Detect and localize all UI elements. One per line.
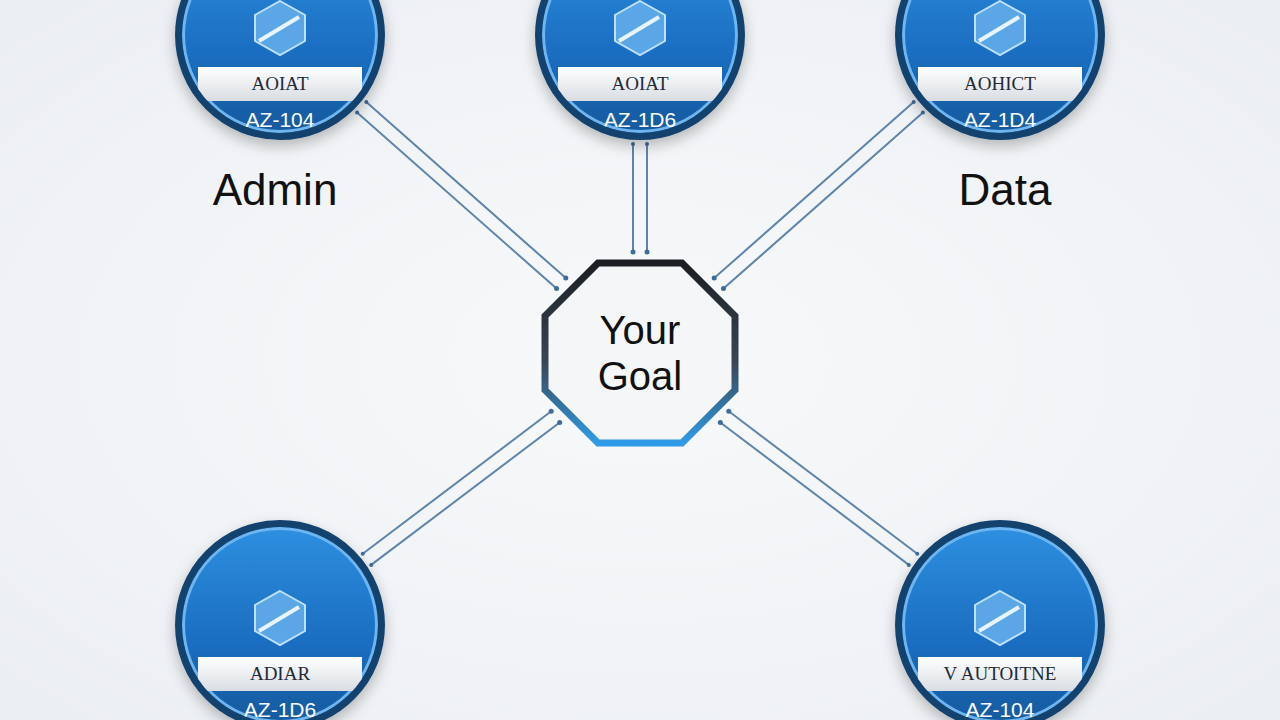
double-connector [355, 100, 568, 291]
badge-title: AOHICT [964, 73, 1036, 95]
double-connector [631, 142, 650, 255]
exam-code: AZ-1D6 [244, 698, 316, 720]
exam-code: AZ-104 [966, 698, 1035, 720]
cert-badge: AOHICT AZ-1D4 [895, 0, 1105, 140]
badge-icon [605, 0, 675, 57]
section-label: Admin [213, 165, 338, 215]
cert-badge: AOIAT AZ-104 [175, 0, 385, 140]
goal-text: Your Goal [570, 307, 710, 399]
double-connector [361, 409, 562, 567]
badge-band: ADIAR [198, 657, 362, 691]
badge-icon [245, 587, 315, 647]
badge-code-row: AZ-1D6 [564, 105, 716, 135]
badge-band: V AUTOITNE [918, 657, 1082, 691]
exam-code: AZ-1D6 [604, 108, 676, 132]
cert-badge: AOIAT AZ-1D6 [535, 0, 745, 140]
badge-band: AOIAT [558, 67, 722, 101]
cert-badge: V AUTOITNE AZ-104 [895, 520, 1105, 720]
badge-code-row: AZ-1D4 [924, 105, 1076, 135]
double-connector [712, 100, 925, 291]
badge-icon [965, 0, 1035, 57]
badge-title: AOIAT [252, 73, 309, 95]
badge-title: AOIAT [612, 73, 669, 95]
octagon-outline [540, 258, 740, 448]
badge-code-row: AZ-104 [204, 105, 356, 135]
section-label: Data [959, 165, 1052, 215]
badge-code-row: AZ-104 [924, 695, 1076, 720]
badge-code-row: AZ-1D6 [204, 695, 356, 720]
badge-title: V AUTOITNE [944, 663, 1057, 685]
badge-band: AOIAT [198, 67, 362, 101]
badge-icon [245, 0, 315, 57]
exam-code: AZ-104 [246, 108, 315, 132]
badge-title: ADIAR [250, 663, 310, 685]
goal-octagon: Your Goal [540, 258, 740, 448]
badge-icon [965, 587, 1035, 647]
exam-code: AZ-1D4 [964, 108, 1036, 132]
double-connector [718, 409, 919, 567]
badge-band: AOHICT [918, 67, 1082, 101]
cert-badge: ADIAR AZ-1D6 [175, 520, 385, 720]
